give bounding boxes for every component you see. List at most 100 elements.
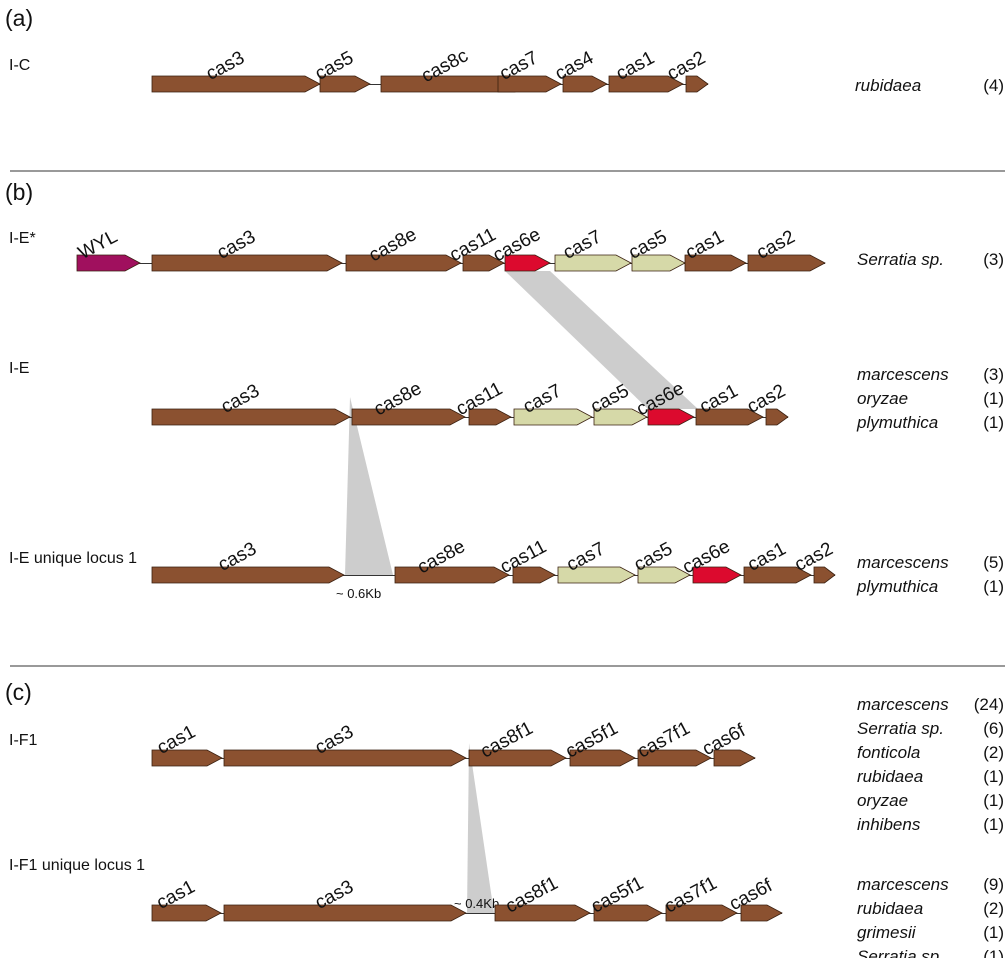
gene-arrow-cas1	[695, 408, 764, 426]
gene-arrow-wyl	[76, 254, 141, 272]
gene-arrow-cas3	[223, 904, 467, 922]
gene-arrow-cas5f1	[593, 904, 663, 922]
gene-arrow-cas6e	[647, 408, 695, 426]
species-count: (1)	[983, 923, 1004, 942]
gene-arrow-cas8f1	[468, 749, 567, 767]
gene-arrow-cas8e	[351, 408, 466, 426]
panel-letter-b: (b)	[5, 179, 33, 205]
species-count: (4)	[983, 76, 1004, 95]
gene-arrow-cas5	[637, 566, 691, 584]
gene-arrow-cas3	[151, 408, 351, 426]
locus-name-ic: I-C	[9, 57, 30, 74]
locus-name-ie-star: I-E*	[9, 230, 36, 247]
species-name: fonticola	[857, 743, 920, 762]
locus-name-if1-unique-1: I-F1 unique locus 1	[9, 857, 145, 874]
gene-arrow-cas3	[151, 254, 343, 272]
species-count: (3)	[983, 250, 1004, 269]
gene-arrow-cas7	[557, 566, 636, 584]
gene-arrow-cas3	[223, 749, 467, 767]
gene-arrow-cas6f	[740, 904, 783, 922]
gene-arrow-cas11	[462, 254, 505, 272]
species-name: oryzae	[857, 389, 908, 408]
connectors	[345, 271, 698, 913]
species-name: rubidaea	[855, 76, 921, 95]
species-name: grimesii	[857, 923, 917, 942]
gene-arrow-cas3	[151, 75, 321, 93]
species-count: (5)	[983, 553, 1004, 572]
gene-arrow-cas8f1	[494, 904, 591, 922]
gene-arrow-cas6e	[692, 566, 742, 584]
species-count: (2)	[983, 743, 1004, 762]
locus-name-if1: I-F1	[9, 732, 38, 749]
species-count: (1)	[983, 815, 1004, 834]
species-name: oryzae	[857, 791, 908, 810]
cas6e-rearrangement-connector	[505, 271, 698, 409]
gene-arrow-cas7	[513, 408, 593, 426]
insert-size-if1: ~ 0.4Kb	[454, 896, 499, 911]
species-name: Serratia sp.	[857, 250, 944, 269]
species-name: inhibens	[857, 815, 921, 834]
gene-arrow-cas1	[743, 566, 812, 584]
gene-arrow-cas7f1	[637, 749, 712, 767]
gene-arrow-cas11	[468, 408, 512, 426]
gene-arrow-cas7	[497, 75, 562, 93]
species-count: (6)	[983, 719, 1004, 738]
species-name: Serratia sp.	[857, 719, 944, 738]
gene-arrow-cas2	[765, 408, 789, 426]
gene-arrow-cas5f1	[569, 749, 636, 767]
species-count: (1)	[983, 577, 1004, 596]
gene-arrow-cas11	[512, 566, 556, 584]
gene-arrow-cas1	[684, 254, 747, 272]
species-name: marcescens	[857, 553, 949, 572]
species-name: Serratia sp.	[857, 947, 944, 958]
species-name: rubidaea	[857, 767, 923, 786]
species-name: marcescens	[857, 875, 949, 894]
species-count: (24)	[974, 695, 1004, 714]
gene-arrow-cas2	[747, 254, 826, 272]
gene-arrow-cas5	[319, 75, 371, 93]
species-name: marcescens	[857, 695, 949, 714]
gene-arrow-cas7f1	[665, 904, 738, 922]
panel-letter-a: (a)	[5, 5, 33, 31]
panel-letter-c: (c)	[5, 679, 32, 705]
species-count: (1)	[983, 791, 1004, 810]
gene-arrow-cas6e	[504, 254, 551, 272]
species-count: (1)	[983, 767, 1004, 786]
gene-arrow-cas2	[813, 566, 836, 584]
gene-arrow-cas7	[554, 254, 632, 272]
gene-arrow-cas5	[593, 408, 648, 426]
locus-name-ie-unique-1: I-E unique locus 1	[9, 550, 137, 567]
species-count: (1)	[983, 947, 1004, 958]
species-name: plymuthica	[856, 413, 938, 432]
gene-arrow-cas1	[608, 75, 684, 93]
gene-arrow-cas4	[562, 75, 608, 93]
gene-arrow-cas5	[631, 254, 686, 272]
gene-arrow-cas8e	[394, 566, 510, 584]
gene-arrow-cas2	[685, 75, 709, 93]
gene-arrow-cas1	[151, 904, 222, 922]
species-name: plymuthica	[856, 577, 938, 596]
locus-name-ie: I-E	[9, 360, 29, 377]
if1-insertion-connector	[467, 743, 494, 913]
gene-arrow-cas3	[151, 566, 345, 584]
gene-arrow-cas1	[151, 749, 223, 767]
ie-insertion-connector	[345, 397, 393, 575]
species-count: (1)	[983, 413, 1004, 432]
species-count: (1)	[983, 389, 1004, 408]
species-count: (2)	[983, 899, 1004, 918]
species-count: (9)	[983, 875, 1004, 894]
species-name: rubidaea	[857, 899, 923, 918]
gene-arrow-cas8e	[345, 254, 462, 272]
gene-arrow-cas6f	[713, 749, 756, 767]
species-count: (3)	[983, 365, 1004, 384]
species-name: marcescens	[857, 365, 949, 384]
insert-size-ie: ~ 0.6Kb	[336, 586, 381, 601]
